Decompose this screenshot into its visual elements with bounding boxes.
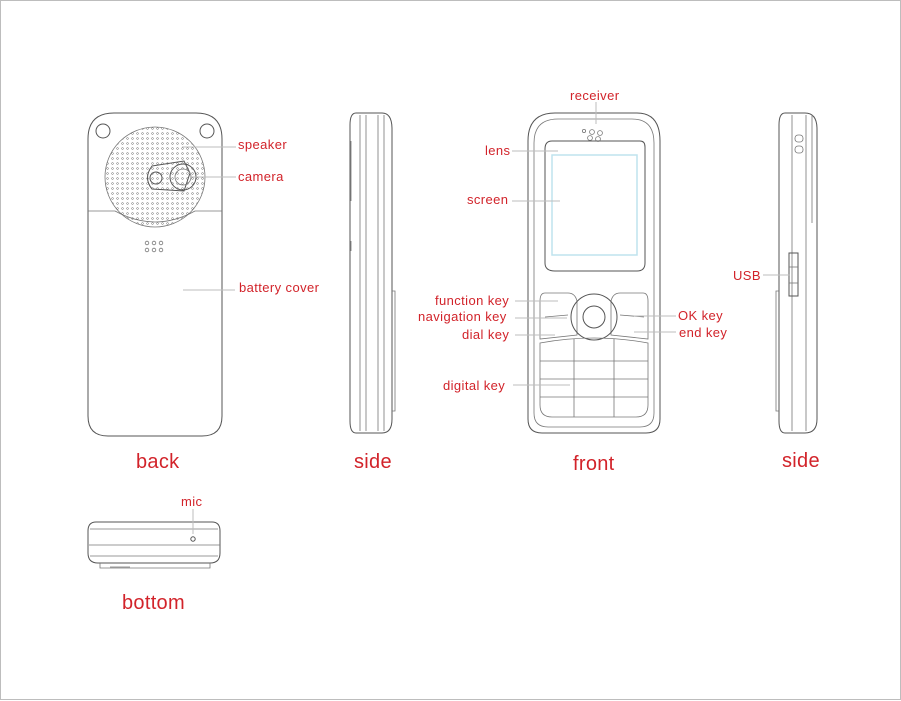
receiver-grille bbox=[582, 129, 602, 141]
usb-port bbox=[789, 253, 798, 296]
back-holes bbox=[145, 241, 163, 252]
mic-hole bbox=[191, 537, 195, 541]
bottom-view: mic bottom bbox=[88, 494, 220, 614]
label-receiver: receiver bbox=[570, 88, 620, 103]
label-digital-key: digital key bbox=[443, 378, 505, 393]
label-speaker: speaker bbox=[238, 137, 287, 152]
label-ok-key: OK key bbox=[678, 308, 723, 323]
view-title-side-right: side bbox=[782, 450, 820, 472]
label-mic: mic bbox=[181, 494, 203, 509]
label-function-key: function key bbox=[435, 293, 509, 308]
label-usb: USB bbox=[733, 268, 761, 283]
back-view: speaker camera battery cover back bbox=[88, 113, 320, 473]
label-navigation-key: navigation key bbox=[418, 309, 507, 324]
label-end-key: end key bbox=[679, 325, 727, 340]
view-title-back: back bbox=[136, 451, 180, 473]
side-view-left: side bbox=[350, 113, 395, 473]
side-view-right: USB side bbox=[733, 113, 820, 472]
label-camera: camera bbox=[238, 169, 284, 184]
view-title-bottom: bottom bbox=[122, 592, 185, 614]
label-lens: lens bbox=[485, 143, 511, 158]
display-area bbox=[552, 155, 637, 255]
digital-keypad bbox=[540, 338, 648, 417]
label-screen: screen bbox=[467, 192, 508, 207]
view-title-front: front bbox=[573, 453, 615, 475]
label-dial-key: dial key bbox=[462, 327, 509, 342]
label-battery-cover: battery cover bbox=[239, 280, 320, 295]
view-title-side-left: side bbox=[354, 451, 392, 473]
front-view: receiver lens screen function key naviga… bbox=[418, 88, 727, 475]
